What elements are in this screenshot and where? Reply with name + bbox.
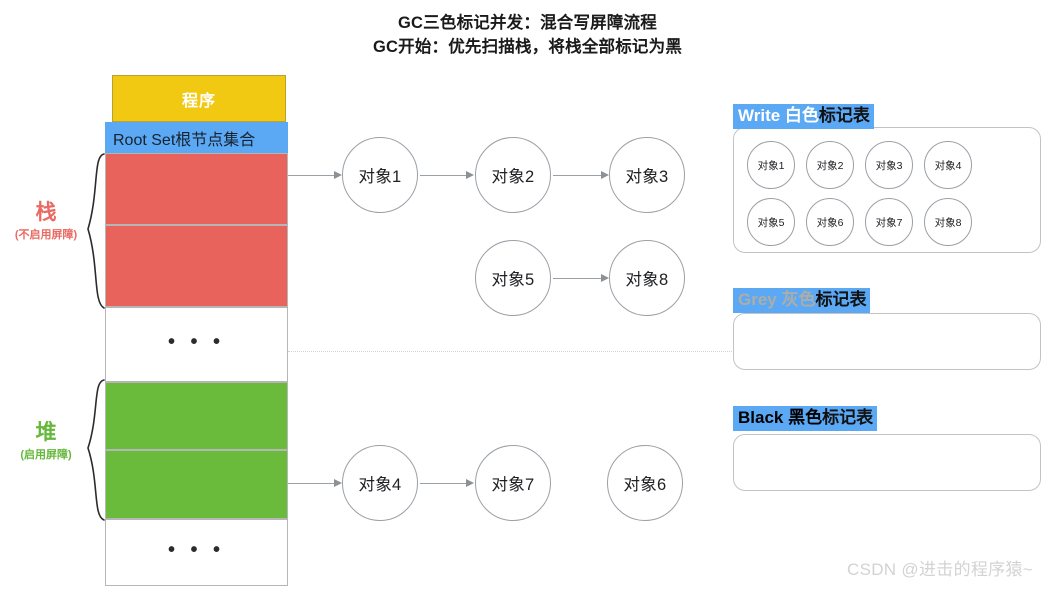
graph-node-o7[interactable]: 对象7 bbox=[475, 445, 551, 521]
graph-node-o8-label: 对象8 bbox=[625, 271, 669, 289]
arrowhead-o4-to-o7 bbox=[466, 478, 474, 487]
mark-table-grey-title-zh: 灰色 bbox=[781, 290, 816, 309]
graph-node-o5-label: 对象5 bbox=[491, 271, 535, 289]
heap-brace-icon bbox=[87, 379, 105, 521]
watermark: CSDN @进击的程序猿~ bbox=[847, 560, 1033, 579]
mark-table-grey-title-tail: 标记表 bbox=[815, 290, 867, 309]
program-label: 程序 bbox=[181, 92, 216, 110]
arrowhead-rootset-to-o1 bbox=[334, 170, 342, 179]
memory-block-stack-slot-1 bbox=[105, 153, 288, 225]
region-label-heap: 堆 (启用屏障) bbox=[6, 420, 86, 463]
graph-node-o7-label: 对象7 bbox=[491, 476, 535, 494]
mark-item-white-7[interactable]: 对象7 bbox=[865, 198, 913, 246]
graph-node-o4[interactable]: 对象4 bbox=[342, 445, 418, 521]
graph-node-o3[interactable]: 对象3 bbox=[609, 137, 685, 213]
stack-brace-icon bbox=[87, 153, 105, 309]
heap-note: (启用屏障) bbox=[20, 449, 72, 462]
graph-node-o6-label: 对象6 bbox=[623, 476, 667, 494]
mark-table-white-items: 对象1 对象2 对象3 对象4 对象5 对象6 对象7 对象8 bbox=[747, 141, 1029, 246]
mark-table-white-title-tail: 标记表 bbox=[818, 106, 870, 125]
arrowhead-o5-to-o8 bbox=[601, 273, 609, 282]
mark-item-white-4[interactable]: 对象4 bbox=[924, 141, 972, 189]
edge-o4-to-o7 bbox=[420, 483, 468, 484]
mark-item-white-5[interactable]: 对象5 bbox=[747, 198, 795, 246]
title-line-1: GC三色标记并发：混合写屏障流程 bbox=[398, 14, 657, 32]
mark-table-black-title-tail: 标记表 bbox=[822, 408, 874, 427]
arrowhead-o1-to-o2 bbox=[466, 170, 474, 179]
graph-node-o2-label: 对象2 bbox=[491, 168, 535, 186]
memory-block-root-set: Root Set根节点集合 bbox=[105, 122, 288, 153]
edge-o5-to-o8 bbox=[553, 278, 603, 279]
memory-block-program: 程序 bbox=[112, 75, 286, 122]
mark-table-white-title: Write 白色标记表 bbox=[733, 104, 874, 130]
graph-node-o6[interactable]: 对象6 bbox=[607, 445, 683, 521]
stack-note: (不启用屏障) bbox=[14, 229, 78, 242]
arrowhead-o2-to-o3 bbox=[601, 170, 609, 179]
mark-item-white-6-label: 对象6 bbox=[816, 216, 844, 229]
mark-item-white-2-label: 对象2 bbox=[816, 159, 844, 172]
stack-name: 栈 bbox=[35, 201, 57, 224]
mark-item-white-8[interactable]: 对象8 bbox=[924, 198, 972, 246]
graph-node-o8[interactable]: 对象8 bbox=[609, 240, 685, 316]
mark-table-black-title: Black 黑色标记表 bbox=[733, 406, 878, 432]
title-line-2: GC开始：优先扫描栈，将栈全部标记为黑 bbox=[372, 37, 683, 56]
mark-item-white-4-label: 对象4 bbox=[934, 159, 962, 172]
mark-item-white-8-label: 对象8 bbox=[934, 216, 962, 229]
edge-o1-to-o2 bbox=[420, 175, 468, 176]
arrowhead-heap-to-o4 bbox=[334, 478, 342, 487]
memory-block-heap-slot-1 bbox=[105, 382, 288, 450]
mark-item-white-3[interactable]: 对象3 bbox=[865, 141, 913, 189]
graph-node-o4-label: 对象4 bbox=[358, 476, 402, 494]
ellipsis-stack: • • • bbox=[167, 330, 226, 353]
mark-item-white-2[interactable]: 对象2 bbox=[806, 141, 854, 189]
heap-name: 堆 bbox=[35, 421, 57, 444]
ellipsis-heap: • • • bbox=[167, 538, 226, 561]
mark-table-black bbox=[733, 434, 1041, 491]
mark-table-black-title-zh: 黑色 bbox=[788, 408, 823, 427]
mark-item-white-3-label: 对象3 bbox=[875, 159, 903, 172]
mark-table-white-title-en: Write bbox=[738, 106, 785, 125]
graph-node-o2[interactable]: 对象2 bbox=[475, 137, 551, 213]
graph-node-o3-label: 对象3 bbox=[625, 168, 669, 186]
mark-table-grey-title: Grey 灰色标记表 bbox=[733, 288, 871, 314]
memory-block-stack-empty: • • • bbox=[105, 307, 288, 382]
mark-table-grey-title-en: Grey bbox=[738, 290, 782, 309]
mark-item-white-1-label: 对象1 bbox=[757, 159, 785, 172]
mark-item-white-7-label: 对象7 bbox=[875, 216, 903, 229]
memory-block-heap-empty: • • • bbox=[105, 519, 288, 586]
graph-node-o5[interactable]: 对象5 bbox=[475, 240, 551, 316]
mark-table-white-title-zh: 白色 bbox=[784, 106, 819, 125]
page-title: GC三色标记并发：混合写屏障流程 GC开始：优先扫描栈，将栈全部标记为黑 bbox=[0, 12, 1055, 60]
mark-item-white-6[interactable]: 对象6 bbox=[806, 198, 854, 246]
graph-node-o1-label: 对象1 bbox=[358, 168, 402, 186]
edge-rootset-to-o1 bbox=[288, 175, 336, 176]
memory-block-stack-slot-2 bbox=[105, 225, 288, 307]
mark-table-black-title-en: Black bbox=[738, 408, 789, 427]
stack-heap-divider bbox=[288, 351, 734, 352]
mark-item-white-1[interactable]: 对象1 bbox=[747, 141, 795, 189]
memory-block-heap-slot-2 bbox=[105, 450, 288, 519]
region-label-stack: 栈 (不启用屏障) bbox=[6, 200, 86, 243]
mark-item-white-5-label: 对象5 bbox=[757, 216, 785, 229]
root-set-label: Root Set根节点集合 bbox=[113, 131, 256, 149]
edge-heap-to-o4 bbox=[288, 483, 336, 484]
graph-node-o1[interactable]: 对象1 bbox=[342, 137, 418, 213]
edge-o2-to-o3 bbox=[553, 175, 603, 176]
mark-table-white: 对象1 对象2 对象3 对象4 对象5 对象6 对象7 对象8 bbox=[733, 127, 1041, 253]
mark-table-grey bbox=[733, 313, 1041, 370]
